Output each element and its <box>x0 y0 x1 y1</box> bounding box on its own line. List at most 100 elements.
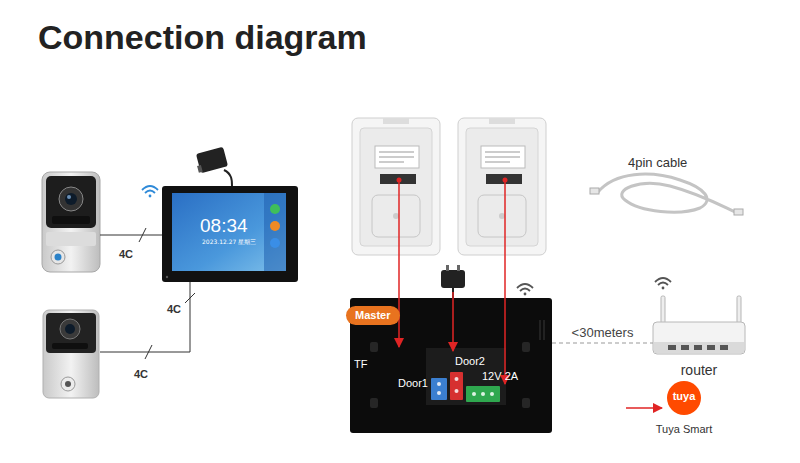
tag-text: Master <box>355 309 390 322</box>
wire-label: 4C <box>119 248 133 261</box>
indoor-monitor-part <box>166 276 168 278</box>
power-adapter-part <box>224 170 232 186</box>
router-box: router <box>653 322 745 354</box>
doorbell-back <box>352 118 440 255</box>
wifi-icon-part <box>517 284 533 288</box>
wifi-icon-part <box>149 195 152 198</box>
doorbell-back-part <box>486 174 522 184</box>
router-picture-part <box>707 345 715 350</box>
doorbell-front-part <box>65 381 71 387</box>
doorbell-back-part <box>383 118 409 124</box>
cable-label: 4pin cable <box>628 156 687 171</box>
doorbell-back-part <box>485 162 510 163</box>
router-picture-part <box>668 345 676 350</box>
cable-picture <box>590 174 743 215</box>
wifi-icon-part <box>142 186 158 190</box>
wifi-icon <box>142 186 158 197</box>
monitor-back-body-part <box>543 320 545 340</box>
doorbell-front-part <box>52 343 88 349</box>
cable-picture-part <box>734 209 743 215</box>
doorbell-front-part <box>60 319 80 339</box>
doorbell-front <box>43 310 99 398</box>
monitor-back-body-part <box>350 298 552 433</box>
monitor-back-body-part <box>437 391 441 395</box>
power-adapter <box>196 147 232 186</box>
monitor-back-body-part <box>539 320 541 340</box>
router-picture-part <box>737 296 741 323</box>
wifi-icon-part <box>145 191 155 194</box>
doorbell-back <box>458 118 546 255</box>
doorbell-back-part <box>352 118 440 255</box>
pointer-arrow-part <box>626 407 662 409</box>
doorbell-back-part <box>379 157 414 158</box>
device-name: router <box>681 362 718 378</box>
monitor-back-body-part <box>370 398 378 408</box>
doorbell-back-part <box>375 146 419 168</box>
wifi-icon-part <box>524 293 527 296</box>
power-adapter-part <box>457 265 460 271</box>
router-picture <box>653 296 745 354</box>
doorbell-back-part <box>466 128 538 246</box>
doorbell-front-part <box>55 254 62 261</box>
cable-picture-part <box>598 174 735 212</box>
power-label: 12V 2A <box>482 370 518 383</box>
doorbell-back-part <box>360 128 432 246</box>
indoor-monitor-part <box>270 221 280 231</box>
wifi-icon-part <box>658 283 668 286</box>
monitor-back-body-part <box>472 392 476 396</box>
power-adapter-part <box>441 270 465 288</box>
doorbell-front-part <box>61 377 75 391</box>
diagram-title: Connection diagram <box>38 18 367 57</box>
wire-label: 4C <box>134 368 148 381</box>
wire-label: 4C <box>167 303 181 316</box>
router-picture-part <box>654 342 744 353</box>
pointer-arrow <box>626 408 662 409</box>
doorbell-back-part <box>393 213 399 219</box>
router-picture-part <box>720 345 728 350</box>
monitor-back: MasterDoor1 Door2 12V 2A TF <box>350 298 552 433</box>
doorbell-back-part <box>379 152 414 153</box>
wire-part <box>139 228 146 242</box>
indoor-monitor-part <box>172 193 286 271</box>
doorbell-back-part <box>458 118 546 255</box>
signal-wire-part <box>452 292 454 351</box>
monitor-back-body-part <box>437 382 441 386</box>
doorbell-front-part <box>42 172 100 272</box>
indoor-monitor-part <box>264 193 286 271</box>
clock-time: 08:34 <box>200 215 248 237</box>
monitor-back-body-part <box>450 372 463 400</box>
doorbell-back-part <box>485 157 520 158</box>
monitor-back-body <box>350 298 552 433</box>
wifi-icon-part <box>655 278 671 282</box>
doorbell-front-part <box>46 176 96 228</box>
monitor-back-body-part <box>522 342 530 352</box>
indoor-monitor <box>162 186 298 282</box>
router-picture-part <box>694 345 702 350</box>
indoor-monitor-part <box>270 204 280 214</box>
doorbell-front-part <box>65 193 77 205</box>
router-picture-part <box>653 322 745 354</box>
dashed-connector <box>552 342 653 343</box>
card-slot-label: TF <box>354 358 367 371</box>
doorbell-front-part <box>51 250 65 264</box>
distance-label: <30meters <box>570 326 636 341</box>
power-adapter-part <box>446 265 449 271</box>
doorbell-back-part <box>489 118 515 124</box>
logo-circle-fill <box>667 381 701 415</box>
terminal-label: Door2 <box>455 355 485 368</box>
tuya-logo: tuyaTuya Smart <box>667 381 701 415</box>
wifi-icon-part <box>520 289 530 292</box>
doorbell-back-part <box>481 146 525 168</box>
doorbell-back-part <box>499 213 505 219</box>
monitor-back-body-part <box>481 392 485 396</box>
wire-part <box>185 293 195 303</box>
router-picture-part <box>661 296 665 323</box>
indoor-monitor-part <box>270 238 280 248</box>
doorbell-front-part <box>65 324 75 334</box>
terminal-label: Door1 <box>398 377 428 390</box>
wifi-icon <box>517 284 533 295</box>
brand-name: Tuya Smart <box>656 423 712 436</box>
cable-picture-part <box>590 188 599 194</box>
monitor-back-body-part <box>370 342 378 352</box>
